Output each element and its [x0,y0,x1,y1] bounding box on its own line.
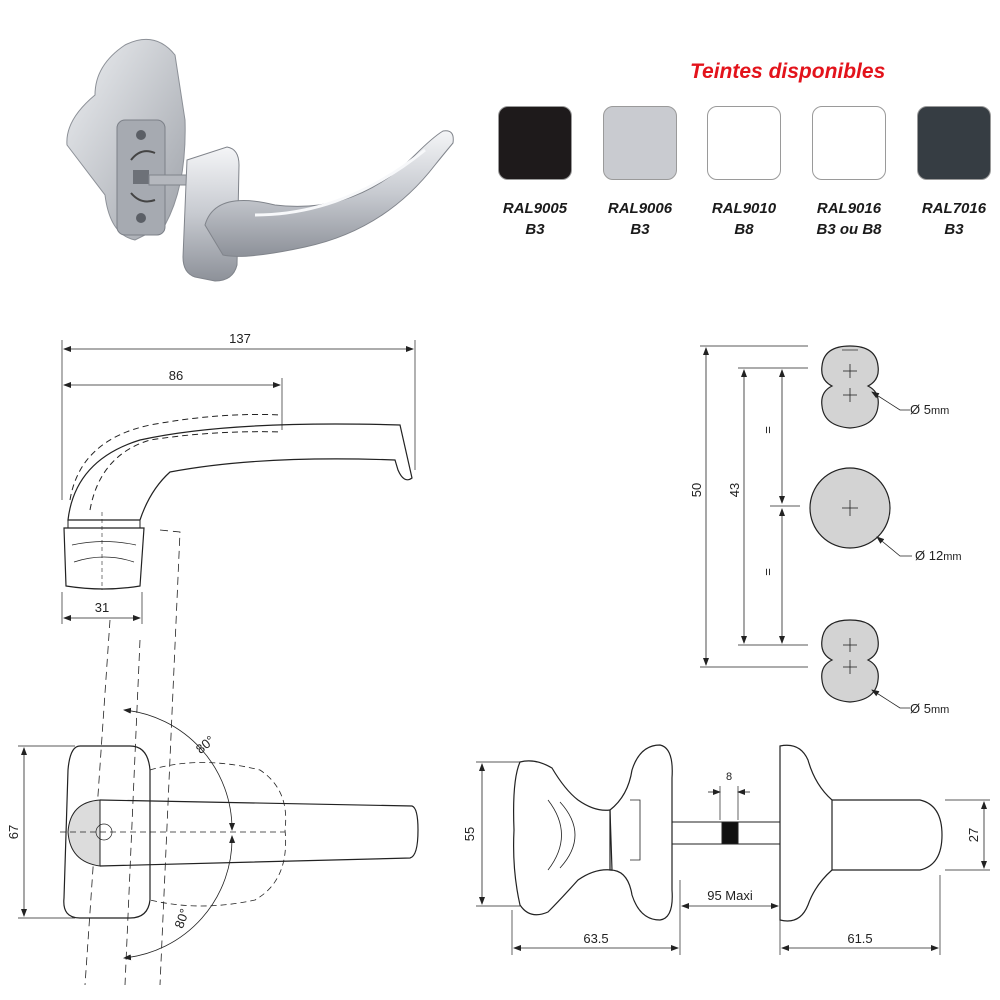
hole-center [809,467,912,557]
swatch-label-ral7016: RAL7016 B3 [899,198,1000,240]
dim-equal-bottom: = [760,568,775,576]
dim-angle-upper: 80° [193,732,218,756]
label-hole-top: Ø 5mm [910,402,949,417]
dim-door-max: 95 Maxi [707,888,753,903]
dim-rose-width: 31 [95,600,109,615]
swatch-label-ral9016: RAL9016 B3 ou B8 [794,198,904,240]
label-hole-bottom-value: Ø 5 [910,701,931,716]
swatch-code: RAL9016 [816,200,882,217]
swatch-code: RAL9006 [607,200,673,217]
dim-knob-height: 27 [966,828,981,842]
label-hole-center: Ø 12mm [915,548,962,563]
swatch-finish: B3 ou B8 [816,221,882,238]
hole-top [821,345,910,429]
top-view [18,707,419,961]
label-hole-bottom-unit: mm [931,704,949,716]
swatch-finish: B3 [525,221,545,238]
swatch-ral9006 [603,106,677,180]
swatch-code: RAL9005 [502,200,568,217]
swatch-code: RAL9010 [711,200,777,217]
hole-pattern [700,345,808,668]
palette-title: Teintes disponibles [690,60,886,83]
handle-product-image [66,38,454,282]
swatch-label-ral9006: RAL9006 B3 [585,198,695,240]
dim-handle-reach: 86 [169,368,183,383]
swatch-ral9005 [498,106,572,180]
side-view [61,340,416,986]
swatch-ral9016 [812,106,886,180]
dim-assembly-rose-height: 55 [462,827,477,841]
dim-left-length: 63.5 [583,931,608,946]
swatch-code: RAL7016 [921,200,987,217]
dim-angle-lower: 80° [171,907,192,931]
swatch-finish: B3 [944,221,964,238]
dim-equal-top: = [760,426,775,434]
label-hole-bottom: Ø 5mm [910,701,949,716]
swatch-finish: B3 [630,221,650,238]
swatch-finish: B8 [734,221,754,238]
dim-spindle: 8 [726,771,732,783]
swatch-ral9010 [707,106,781,180]
dim-top-rose-height: 67 [6,825,21,839]
label-hole-center-unit: mm [943,551,961,563]
swatch-label-ral9010: RAL9010 B8 [689,198,799,240]
label-hole-center-value: Ø 12 [915,548,943,563]
dim-outer-spacing: 50 [689,483,704,497]
swatch-label-ral9005: RAL9005 B3 [480,198,590,240]
label-hole-top-value: Ø 5 [910,402,931,417]
dim-inner-spacing: 43 [727,483,742,497]
swatch-ral7016 [917,106,991,180]
label-hole-top-unit: mm [931,405,949,417]
dim-right-length: 61.5 [847,931,872,946]
dim-overall: 137 [229,331,251,346]
assembly-view [476,744,990,955]
hole-bottom [821,619,910,709]
